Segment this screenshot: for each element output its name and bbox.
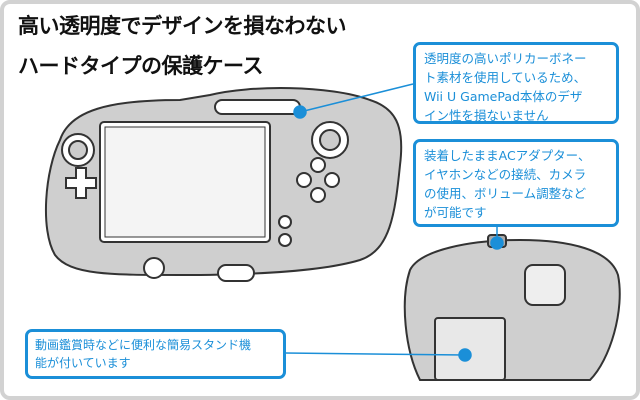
leader-line-1 bbox=[299, 83, 414, 113]
pointer-dot-2 bbox=[490, 236, 504, 250]
callout-stand: 動画鑑賞時などに便利な簡易スタンド機 能が付いています bbox=[25, 329, 286, 379]
pointer-dot-3 bbox=[458, 348, 472, 362]
callout-line: 装着したままACアダプター、 bbox=[424, 148, 591, 163]
callout-line: イン性を損ないません bbox=[424, 108, 549, 123]
headline-line-2: ハードタイプの保護ケース bbox=[18, 54, 263, 78]
callout-transparent-material: 透明度の高いポリカーボネー ト素材を使用しているため、 Wii U GamePa… bbox=[413, 42, 619, 124]
callout-port-access: 装着したままACアダプター、 イヤホンなどの接続、カメラ の使用、ボリューム調整… bbox=[413, 139, 619, 227]
callout-line: 動画鑑賞時などに便利な簡易スタンド機 bbox=[35, 338, 252, 352]
callout-line: Wii U GamePad本体のデザ bbox=[424, 89, 583, 104]
callout-line: の使用、ボリューム調整など bbox=[424, 186, 587, 201]
callout-line: 能が付いています bbox=[35, 356, 131, 370]
pointer-dot-1 bbox=[293, 105, 307, 119]
callout-line: 透明度の高いポリカーボネー bbox=[424, 51, 587, 66]
gamepad-front bbox=[44, 87, 403, 282]
callout-line: イヤホンなどの接続、カメラ bbox=[424, 167, 587, 182]
gamepad-back-with-stand bbox=[403, 234, 621, 381]
callout-line: が可能です bbox=[424, 205, 487, 220]
leader-line-3 bbox=[284, 352, 466, 356]
headline-line-1: 高い透明度でデザインを損なわない bbox=[18, 14, 347, 38]
callout-line: ト素材を使用しているため、 bbox=[424, 70, 587, 85]
